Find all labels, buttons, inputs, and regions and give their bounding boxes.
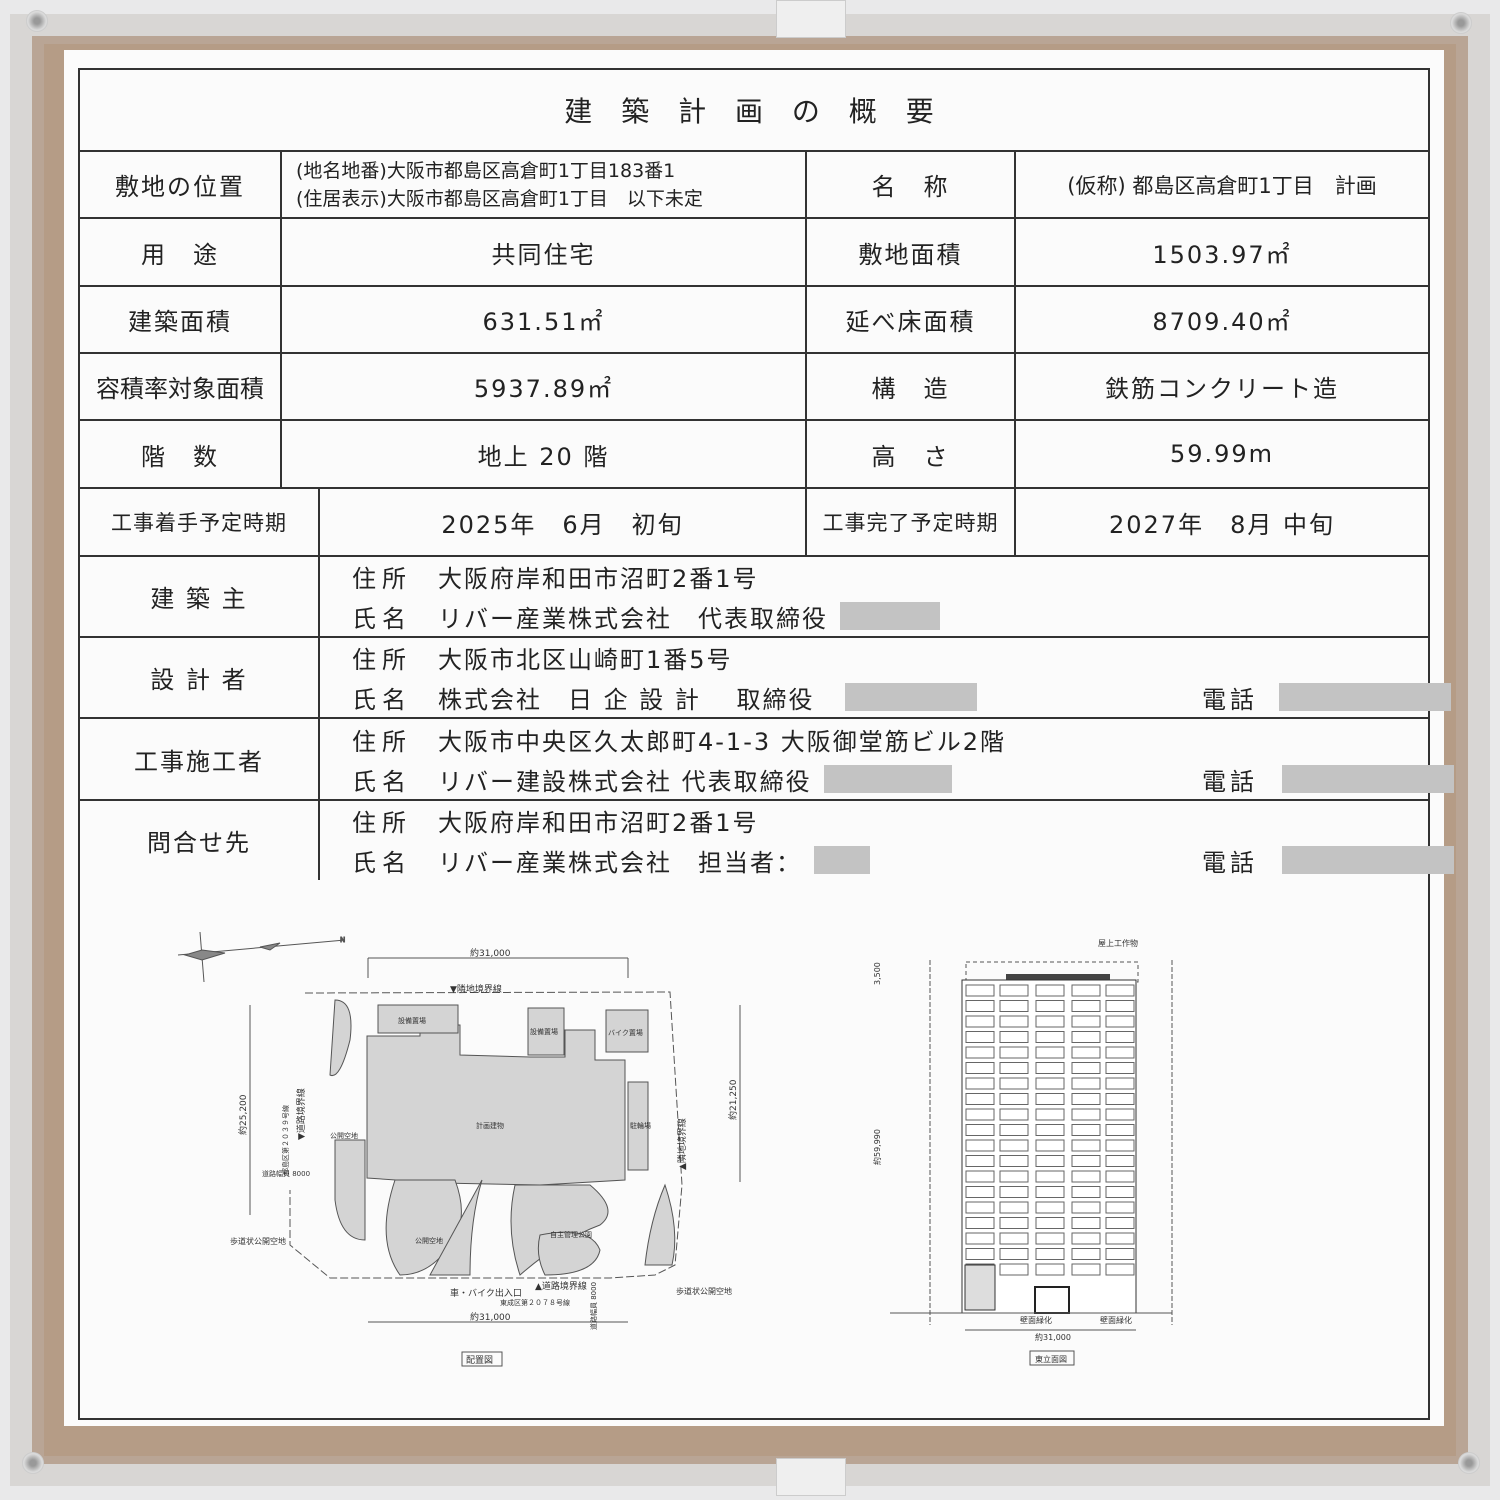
drawings-area	[78, 880, 1430, 1420]
structure-label: 構 造	[805, 352, 1016, 421]
address-label: 住所	[352, 565, 412, 594]
redacted-phone	[1282, 765, 1454, 793]
sidewalk-label: 歩道状公開空地	[676, 1286, 732, 1296]
completion-value: 2027年 8月 中旬	[1014, 487, 1430, 557]
designer-name: 株式会社 日 企 設 計 取締役	[438, 685, 815, 714]
road-label: 都島区第２０３９号線	[281, 1105, 290, 1175]
lot-number: (地名地番)大阪市都島区高倉町1丁目183番1	[296, 159, 676, 182]
boundary-label: ▼道路境界線	[295, 1088, 307, 1140]
boundary-label: ▼隣地境界線	[450, 983, 502, 995]
name-field-label: 氏名	[352, 604, 412, 633]
sidewalk-label: 歩道状公開空地	[230, 1236, 286, 1246]
name-field-label: 氏名	[352, 685, 412, 714]
address-label: 住所	[352, 727, 412, 756]
dimension-label: 約31,000	[470, 1311, 511, 1323]
completion-label: 工事完了予定時期	[805, 487, 1016, 557]
open-space-label: 公開空地	[330, 1131, 358, 1140]
address-label: 住所	[352, 646, 412, 675]
building-area-label: 建築面積	[78, 285, 282, 354]
bicycle-parking-label: 駐輪場	[630, 1121, 651, 1130]
use-label: 用 途	[78, 217, 282, 287]
boundary-label: ▲隣地境界線	[676, 1118, 688, 1170]
bottom-clip	[776, 1458, 846, 1496]
road-width-label: 道路幅員 8000	[262, 1169, 310, 1178]
far-area-label: 容積率対象面積	[78, 352, 282, 421]
owner-address: 大阪府岸和田市沼町2番1号	[438, 565, 759, 594]
top-clip	[776, 0, 846, 38]
page-title: 建 築 計 画 の 概 要	[78, 68, 1430, 152]
dimension-label: 約31,000	[470, 947, 511, 959]
site-plan-caption: 配置図	[466, 1355, 493, 1366]
site-area-value: 1503.97㎡	[1014, 217, 1430, 287]
owner-name: リバー産業株式会社 代表取締役	[438, 604, 828, 633]
address-display: (住居表示)大阪市都島区高倉町1丁目 以下未定	[296, 187, 703, 210]
north-arrow-icon: N	[177, 931, 346, 983]
redacted-name	[844, 683, 977, 712]
redacted-phone	[1282, 846, 1454, 875]
floors-value: 地上 20 階	[280, 419, 807, 489]
redacted-name	[840, 602, 940, 631]
open-space-label: 公開空地	[415, 1236, 443, 1245]
dimension-label: 約21,250	[727, 1079, 739, 1120]
bike-parking-label: バイク置場	[608, 1028, 643, 1037]
name-value: (仮称) 都島区高倉町1丁目 計画	[1014, 150, 1430, 219]
contact-name: リバー産業株式会社 担当者：	[438, 848, 802, 877]
designer-address: 大阪市北区山崎町1番5号	[438, 646, 733, 675]
contact-address: 大阪府岸和田市沼町2番1号	[438, 809, 759, 838]
site-area-label: 敷地面積	[805, 217, 1016, 287]
redacted-name	[814, 846, 870, 875]
height-label: 高 さ	[805, 419, 1016, 489]
site-location-label: 敷地の位置	[78, 150, 282, 219]
designer-label: 設 計 者	[78, 636, 320, 719]
phone-label: 電話	[1202, 848, 1258, 877]
equipment-area-label: 設備置場	[530, 1027, 558, 1036]
road-label: 東成区第２０７８号線	[500, 1298, 570, 1307]
designer-details: 住所大阪市北区山崎町1番5号 氏名株式会社 日 企 設 計 取締役 電話	[318, 636, 1451, 719]
contractor-name: リバー建設株式会社 代表取締役	[438, 767, 812, 796]
redacted-name	[823, 765, 952, 793]
park-label: 自主管理公園	[550, 1230, 592, 1239]
screw	[1450, 12, 1472, 34]
start-label: 工事着手予定時期	[78, 487, 320, 557]
contractor-address: 大阪市中央区久太郎町4-1-3 大阪御堂筋ビル2階	[438, 727, 1007, 756]
contact-details: 住所大阪府岸和田市沼町2番1号 氏名リバー産業株式会社 担当者： 電話	[318, 799, 1454, 882]
start-value: 2025年 6月 初旬	[318, 487, 807, 557]
screw	[22, 1452, 44, 1474]
name-field-label: 氏名	[352, 767, 412, 796]
road-width-label: 道路幅員 8000	[589, 1282, 598, 1330]
screw	[26, 10, 48, 32]
contractor-details: 住所大阪市中央区久太郎町4-1-3 大阪御堂筋ビル2階 氏名リバー建設株式会社 …	[318, 717, 1454, 801]
entrance-label: 車・バイク出入口	[450, 1287, 522, 1299]
owner-label: 建 築 主	[78, 555, 320, 638]
equipment-area-label: 設備置場	[398, 1016, 426, 1025]
redacted-phone	[1279, 683, 1451, 712]
phone-label: 電話	[1202, 685, 1258, 714]
screw	[1458, 1452, 1480, 1474]
planned-building-label: 計画建物	[476, 1121, 504, 1130]
address-label: 住所	[352, 809, 412, 838]
name-label: 名 称	[805, 150, 1016, 219]
boundary-label: ▲道路境界線	[535, 1280, 587, 1292]
north-label: N	[340, 936, 345, 944]
name-field-label: 氏名	[352, 848, 412, 877]
phone-label: 電話	[1202, 767, 1258, 796]
dimension-label: 約25,200	[237, 1094, 249, 1135]
